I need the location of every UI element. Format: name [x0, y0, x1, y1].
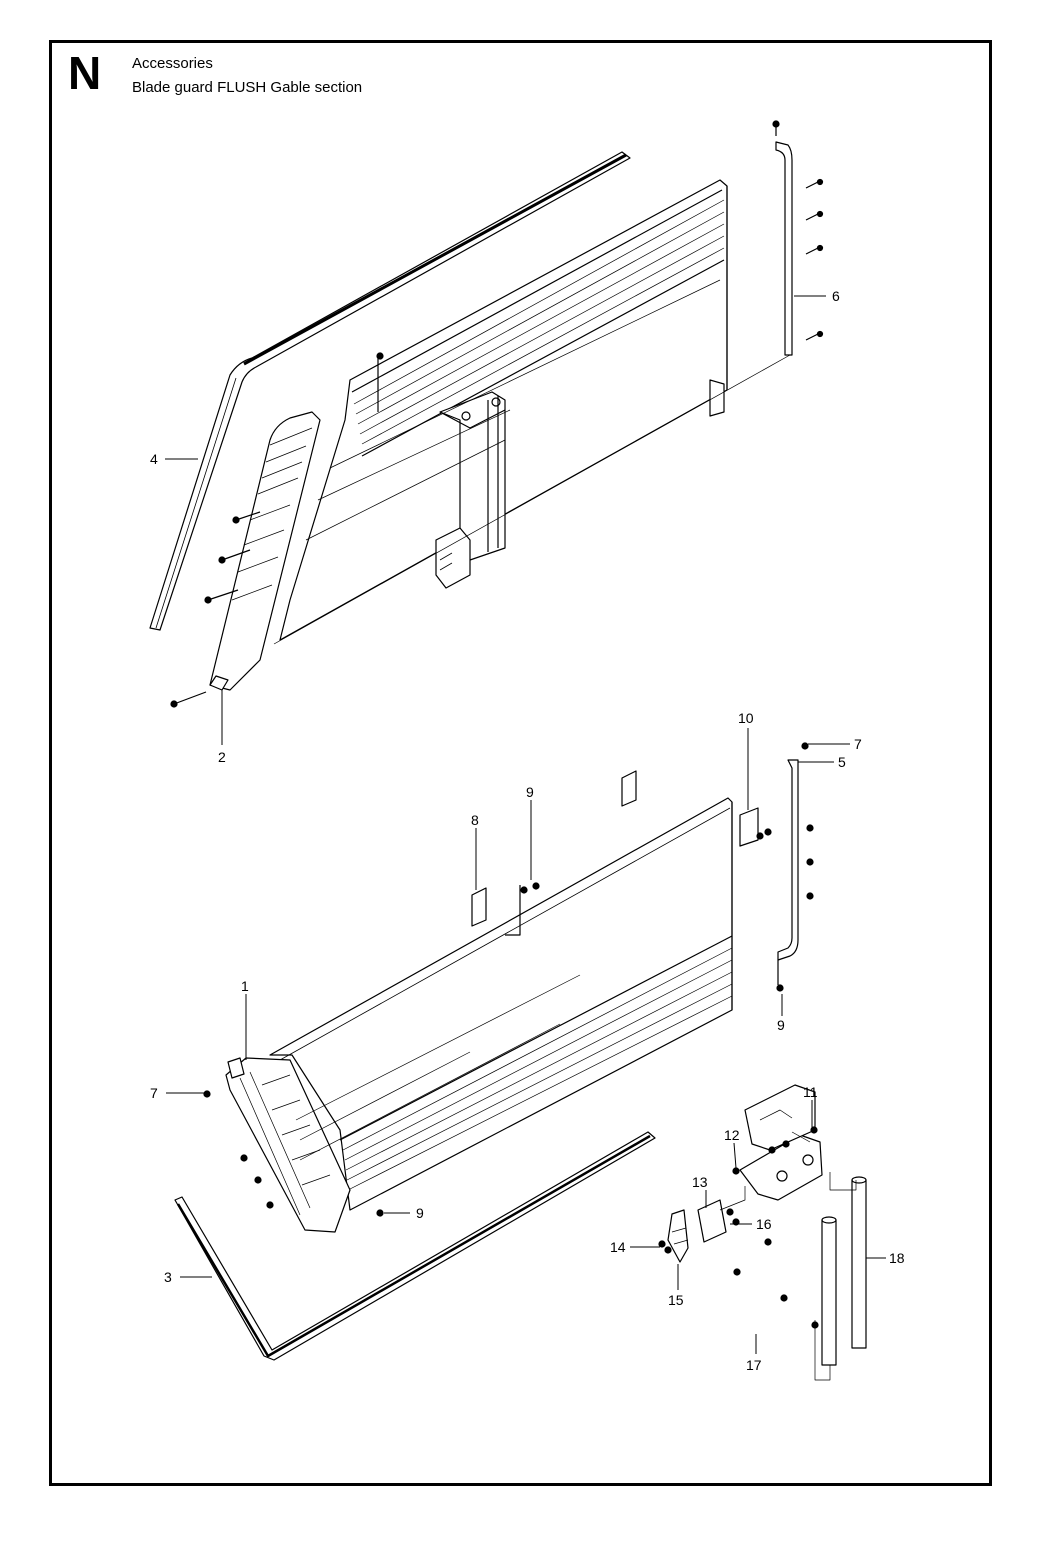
part-4-rubber-strip — [149, 151, 631, 631]
callout-leaders — [165, 295, 886, 1354]
category-title: Accessories — [132, 55, 213, 72]
bottom-blade-guard-panel — [269, 797, 733, 1211]
callout-11: 11 — [803, 1084, 818, 1100]
callout-4: 4 — [150, 451, 158, 467]
callout-1: 1 — [241, 978, 249, 994]
hinge-plate-parts-12-17 — [739, 1084, 823, 1201]
callout-2: 2 — [218, 749, 226, 765]
callout-9-right: 9 — [777, 1017, 785, 1033]
part-1-end-cap — [225, 1057, 351, 1233]
diagram-subtitle: Blade guard FLUSH Gable section — [132, 79, 363, 96]
lock-parts-13-16 — [658, 1199, 740, 1263]
callout-18: 18 — [889, 1250, 905, 1266]
callout-9-top: 9 — [526, 784, 534, 800]
top-assembly-leader-lines — [273, 279, 791, 645]
callout-13: 13 — [692, 1174, 708, 1190]
callout-10: 10 — [738, 710, 754, 726]
callout-17: 17 — [746, 1357, 762, 1373]
callout-7-left: 7 — [150, 1085, 158, 1101]
callout-9-bottom: 9 — [416, 1205, 424, 1221]
diagram-frame — [49, 40, 992, 1486]
callout-3: 3 — [164, 1269, 172, 1285]
callout-12: 12 — [724, 1127, 740, 1143]
callout-14: 14 — [610, 1239, 626, 1255]
callout-5: 5 — [838, 754, 846, 770]
part-3-rubber-strip — [174, 1131, 656, 1361]
callout-16: 16 — [756, 1216, 772, 1232]
clip-parts-8-10 — [471, 770, 772, 936]
hinge-bracket-top — [435, 391, 506, 589]
part-2-end-cap — [209, 411, 321, 691]
bottom-assembly-leader-lines — [295, 974, 857, 1381]
part-18-rods — [821, 1176, 867, 1366]
part-5-strip — [776, 742, 809, 992]
section-letter: N — [68, 47, 102, 99]
callout-labels: 4 2 6 10 7 5 9 8 9 1 7 9 11 12 13 16 14 … — [150, 288, 905, 1373]
callout-7-top: 7 — [854, 736, 862, 752]
screws-top — [170, 178, 824, 708]
part-6-strip — [772, 120, 793, 356]
callout-8: 8 — [471, 812, 479, 828]
callout-6: 6 — [832, 288, 840, 304]
callout-15: 15 — [668, 1292, 684, 1308]
